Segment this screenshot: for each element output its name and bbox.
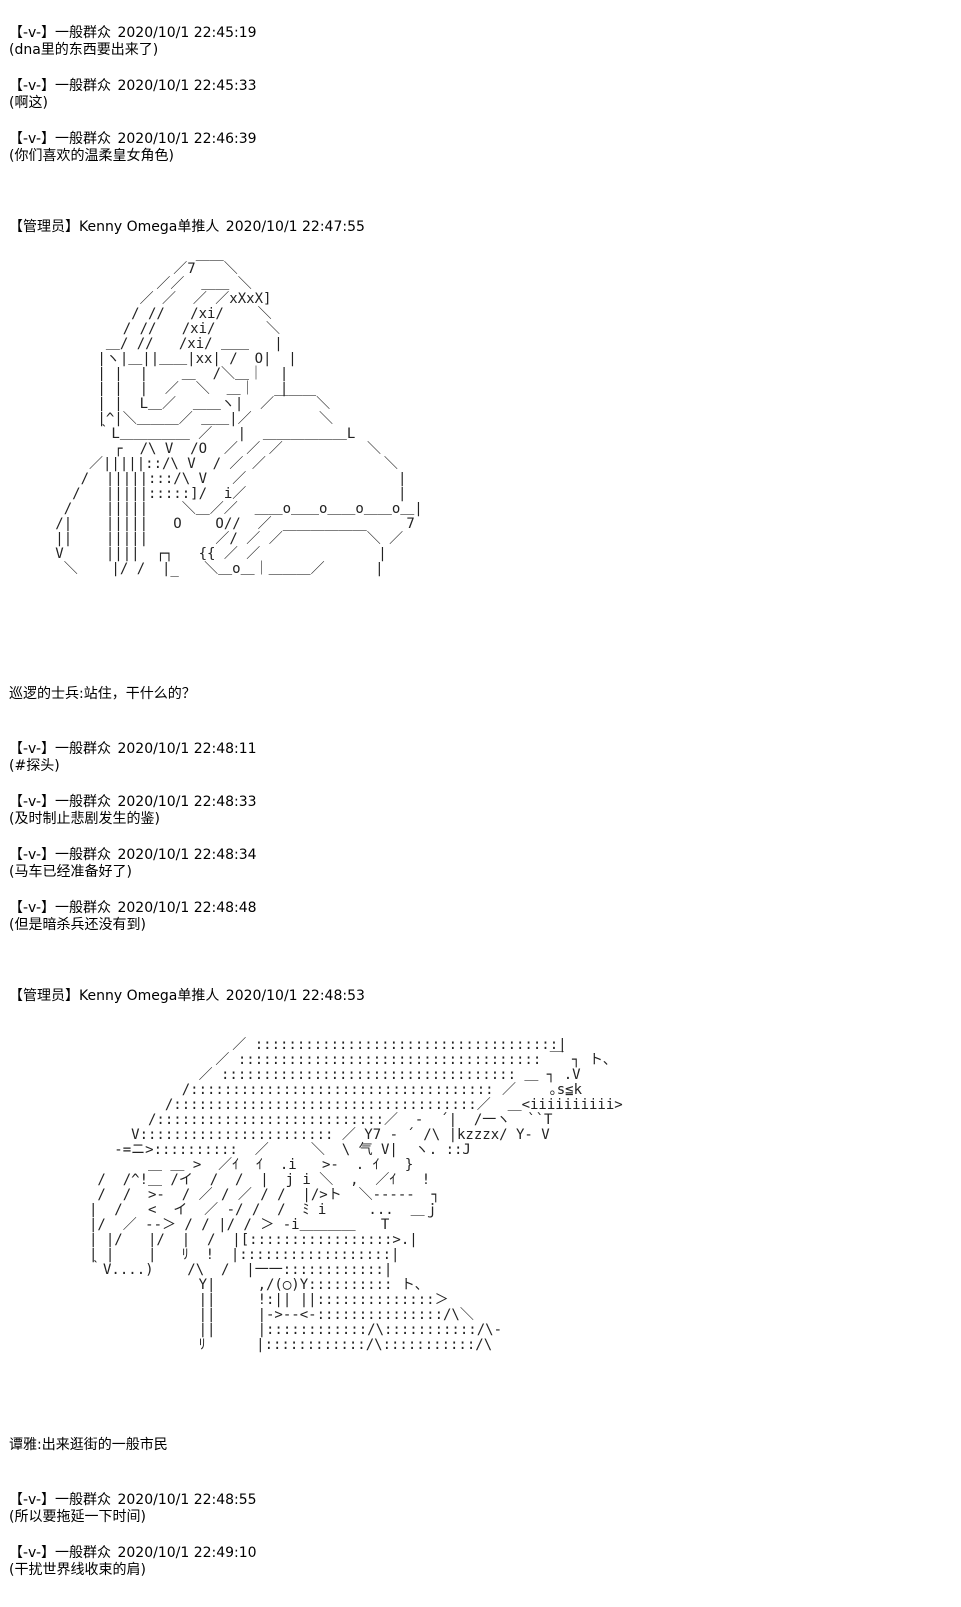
- post-tag: 【-v-】: [9, 741, 56, 757]
- post-text: (但是暗杀兵还没有到): [9, 917, 146, 933]
- post-text: (及时制止悲剧发生的鉴): [9, 811, 160, 827]
- post-text: (啊这): [9, 95, 48, 111]
- post-tag: 【管理员】: [9, 988, 79, 1004]
- post-author: 一般群众: [55, 131, 112, 147]
- post-tag: 【-v-】: [9, 78, 56, 94]
- post-text: (马车已经准备好了): [9, 864, 132, 880]
- post-header: 【-v-】一般群众 2020/10/1 22:48:34: [9, 846, 257, 864]
- ascii-art-tanya: ／ ::::::::::::::::::::::::::::::::::::| …: [89, 1037, 623, 1353]
- post-author: Kenny Omega单推人: [79, 219, 220, 235]
- post-text: (干扰世界线收束的肩): [9, 1562, 146, 1578]
- post-author: 一般群众: [55, 900, 112, 916]
- post-text: (dna里的东西要出来了): [9, 42, 159, 58]
- post-header: 【管理员】Kenny Omega单推人 2020/10/1 22:47:55: [9, 218, 365, 236]
- post-time: 2020/10/1 22:45:19: [117, 25, 257, 41]
- post-text: 谭雅:出来逛街的一般市民: [9, 1437, 168, 1453]
- post-author: 一般群众: [55, 78, 112, 94]
- post-time: 2020/10/1 22:47:55: [225, 219, 365, 235]
- post-text: 巡逻的士兵:站住，干什么的？: [9, 686, 196, 702]
- post-text: (你们喜欢的温柔皇女角色): [9, 148, 174, 164]
- post-time: 2020/10/1 22:48:33: [117, 794, 257, 810]
- post-time: 2020/10/1 22:49:10: [117, 1545, 257, 1561]
- post-time: 2020/10/1 22:46:39: [117, 131, 257, 147]
- post-text: (所以要拖延一下时间): [9, 1509, 146, 1525]
- post-time: 2020/10/1 22:48:34: [117, 847, 257, 863]
- post-author: 一般群众: [55, 1492, 112, 1508]
- post-tag: 【-v-】: [9, 25, 56, 41]
- post-author: 一般群众: [55, 847, 112, 863]
- post-author: 一般群众: [55, 25, 112, 41]
- post-tag: 【-v-】: [9, 131, 56, 147]
- post-time: 2020/10/1 22:48:55: [117, 1492, 257, 1508]
- post-author: 一般群众: [55, 1545, 112, 1561]
- post-time: 2020/10/1 22:48:11: [117, 741, 257, 757]
- post-tag: 【-v-】: [9, 1492, 56, 1508]
- post-tag: 【-v-】: [9, 900, 56, 916]
- post-tag: 【管理员】: [9, 219, 79, 235]
- post-header: 【-v-】一般群众 2020/10/1 22:48:11: [9, 740, 257, 758]
- post-header: 【-v-】一般群众 2020/10/1 22:45:33: [9, 77, 257, 95]
- post-header: 【-v-】一般群众 2020/10/1 22:46:39: [9, 130, 257, 148]
- post-header: 【-v-】一般群众 2020/10/1 22:48:55: [9, 1491, 257, 1509]
- post-header: 【-v-】一般群众 2020/10/1 22:48:48: [9, 899, 257, 917]
- post-header: 【管理员】Kenny Omega单推人 2020/10/1 22:48:53: [9, 987, 365, 1005]
- post-header: 【-v-】一般群众 2020/10/1 22:48:33: [9, 793, 257, 811]
- post-time: 2020/10/1 22:48:48: [117, 900, 257, 916]
- post-header: 【-v-】一般群众 2020/10/1 22:49:10: [9, 1544, 257, 1562]
- post-time: 2020/10/1 22:48:53: [225, 988, 365, 1004]
- post-tag: 【-v-】: [9, 794, 56, 810]
- post-tag: 【-v-】: [9, 847, 56, 863]
- post-text: (#探头): [9, 758, 60, 774]
- post-time: 2020/10/1 22:45:33: [117, 78, 257, 94]
- post-tag: 【-v-】: [9, 1545, 56, 1561]
- post-author: Kenny Omega单推人: [79, 988, 220, 1004]
- post-header: 【-v-】一般群众 2020/10/1 22:45:19: [9, 24, 257, 42]
- post-author: 一般群众: [55, 794, 112, 810]
- post-author: 一般群众: [55, 741, 112, 757]
- ascii-art-soldier: ／7￣￣＼ ／／ ＿＿ ＼ ／ ／ ／ ／xXxX] / // /xi/ ＼ /…: [55, 261, 423, 577]
